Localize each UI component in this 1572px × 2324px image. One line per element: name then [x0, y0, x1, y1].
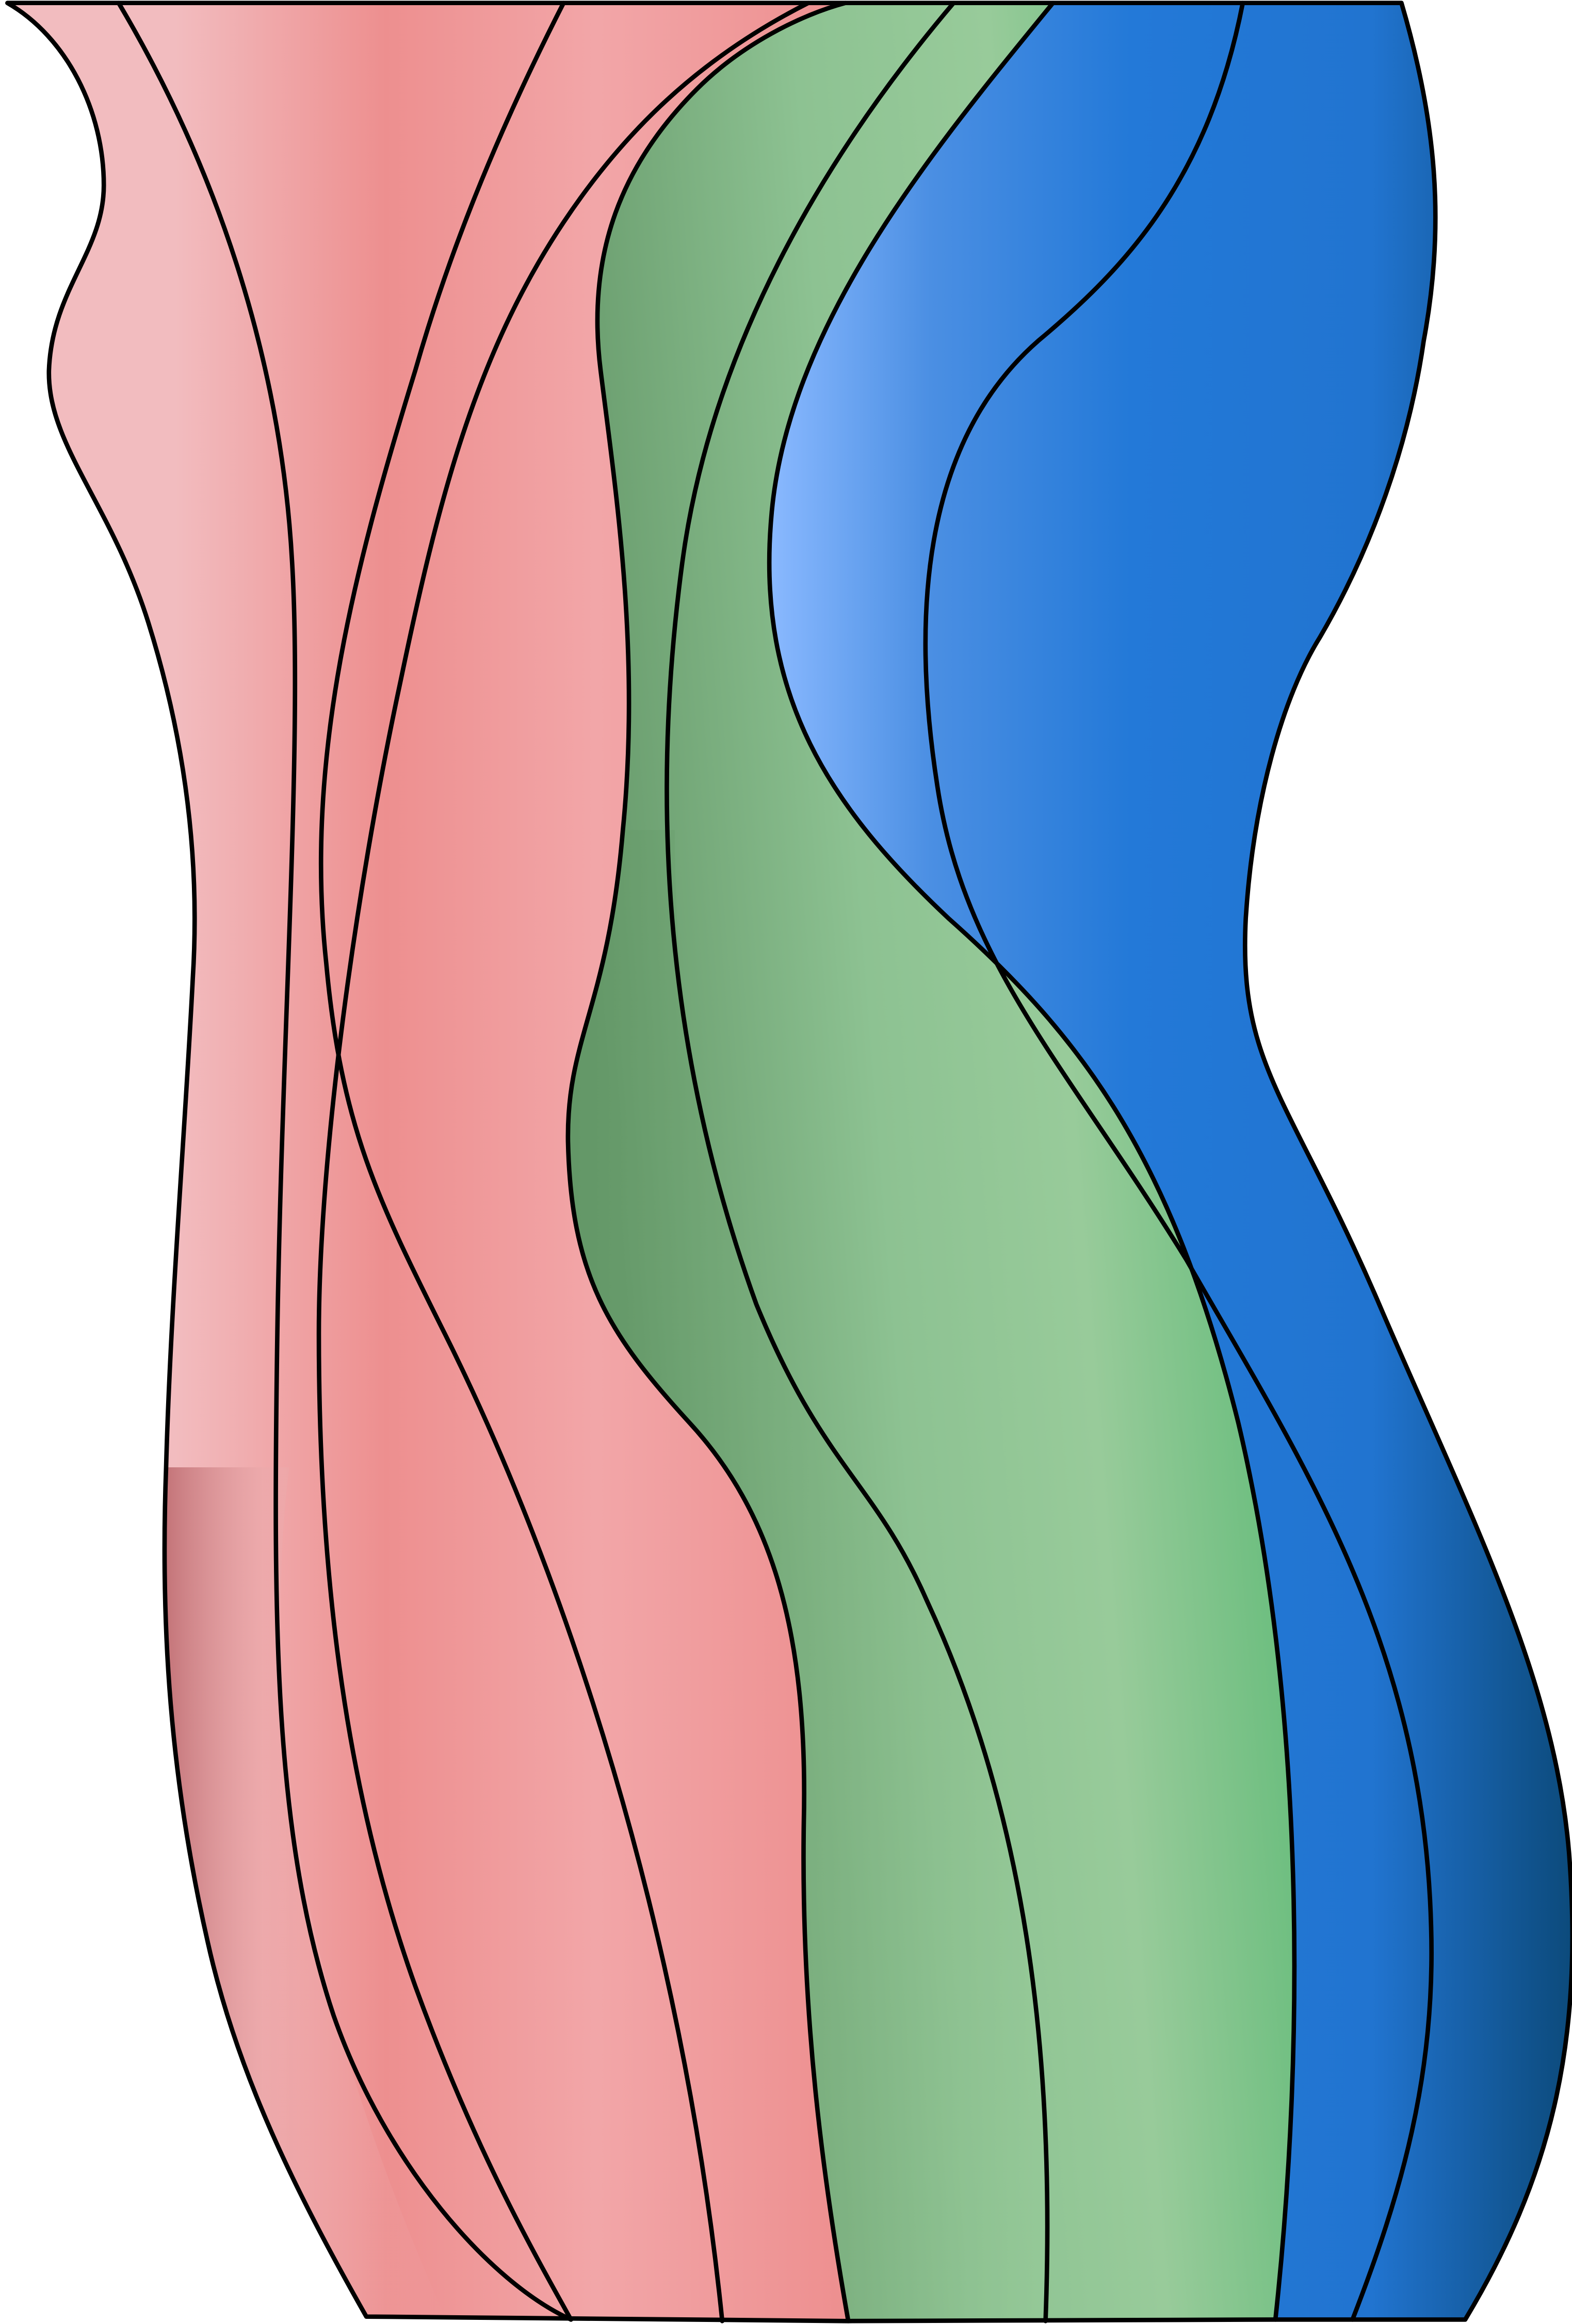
blue-band — [769, 3, 1572, 2320]
outline-strokes — [5, 1, 1572, 2323]
green-band — [568, 3, 1294, 2321]
pink-band — [7, 3, 849, 2321]
